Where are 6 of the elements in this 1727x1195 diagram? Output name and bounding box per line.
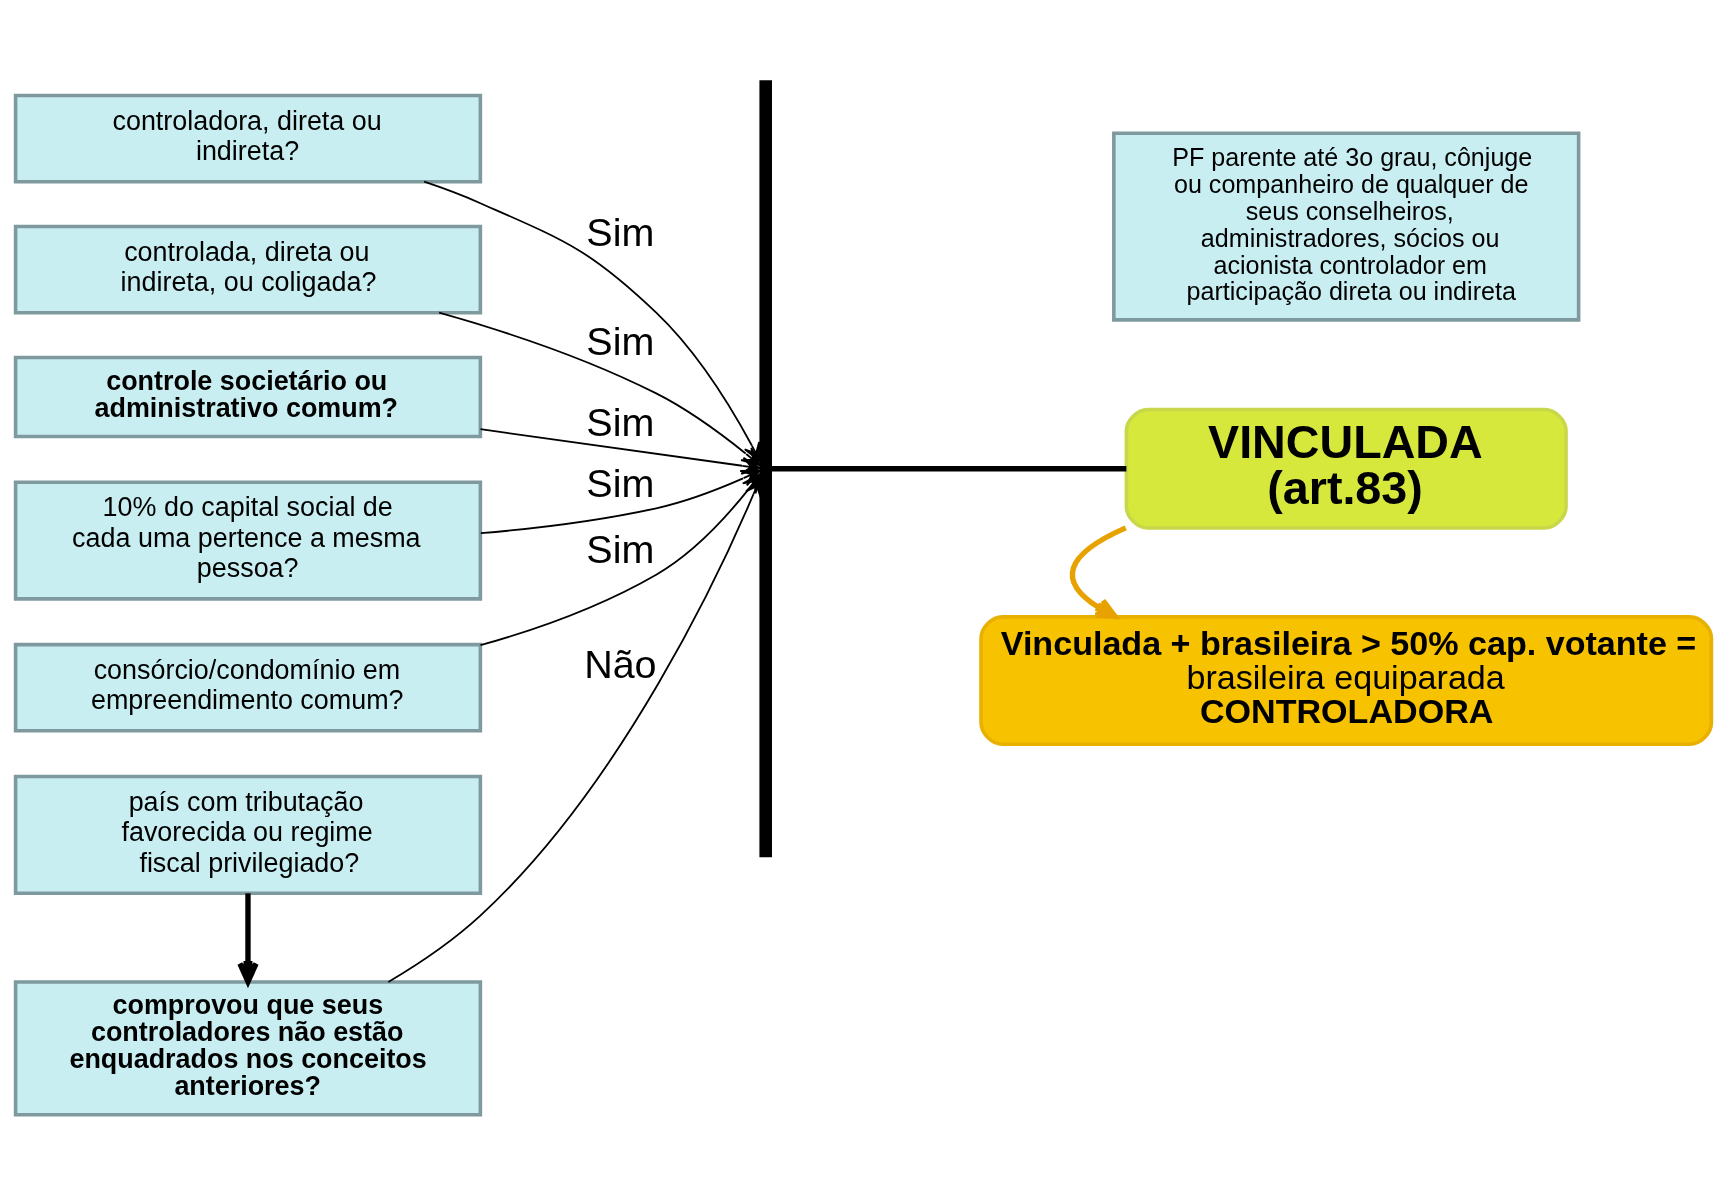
edge-label: Sim bbox=[586, 318, 655, 363]
edge-label: Sim bbox=[586, 460, 655, 505]
edge-label: Sim bbox=[586, 209, 655, 254]
edge-label: Não bbox=[584, 641, 657, 686]
edge-label: Sim bbox=[586, 526, 655, 571]
edge-label: Sim bbox=[586, 399, 655, 444]
